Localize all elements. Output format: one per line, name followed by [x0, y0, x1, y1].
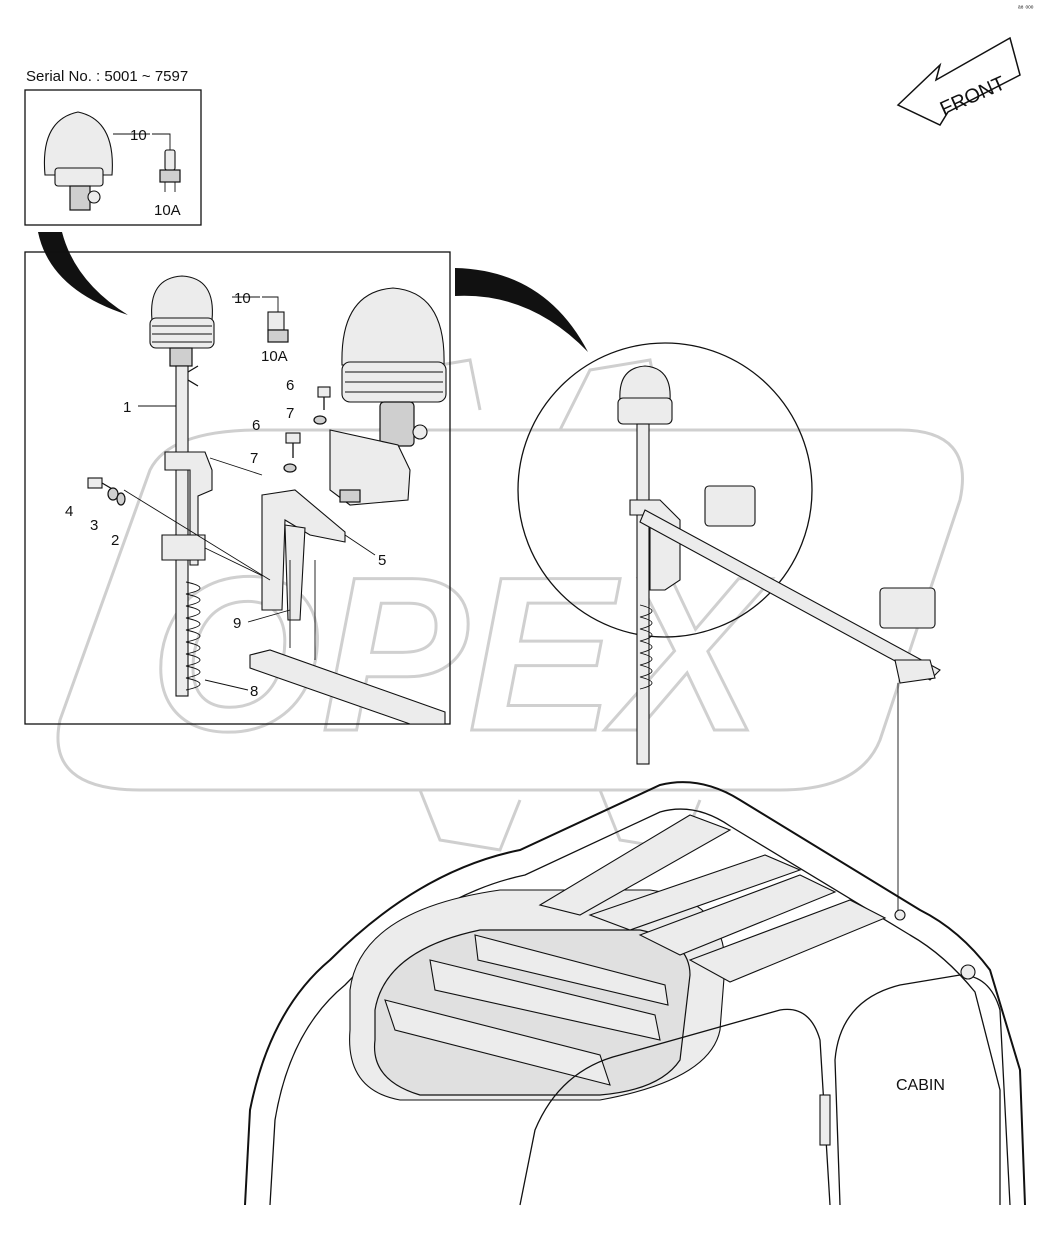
- serial-number-label: Serial No. : 5001 ~ 7597: [26, 68, 188, 85]
- callout-6b: 6: [252, 417, 260, 434]
- bolt-icon: [285, 432, 301, 458]
- callout-10: 10: [234, 290, 251, 307]
- callout-1: 1: [123, 399, 131, 416]
- detail-pointer-arrow: [455, 268, 588, 352]
- inset-pointer-arrow: [38, 232, 128, 315]
- callout-8: 8: [250, 683, 258, 700]
- detail-box: 1 2 3 4 5 6 7 6 7 9 8 10 10A: [24, 251, 451, 725]
- mount-bracket: [161, 451, 276, 583]
- callout-2: 2: [111, 532, 119, 549]
- front-label: FRONT: [937, 72, 1009, 120]
- callout-10-inset: 10: [130, 127, 147, 144]
- callout-4: 4: [65, 503, 73, 520]
- base-plate: [249, 560, 446, 725]
- callout-7a: 7: [286, 405, 294, 422]
- beacon-assembly: [149, 275, 215, 697]
- callout-6a: 6: [286, 377, 294, 394]
- bolt-icon: [87, 477, 115, 491]
- callout-10a-inset: 10A: [154, 202, 181, 219]
- front-direction-arrow: FRONT: [896, 36, 1021, 126]
- callout-7b: 7: [250, 450, 258, 467]
- callout-5: 5: [378, 552, 386, 569]
- callout-3: 3: [90, 517, 98, 534]
- work-lamp: [329, 287, 447, 506]
- callout-9: 9: [233, 615, 241, 632]
- serial-inset-box: 10 10A: [24, 89, 202, 226]
- bulb-icon: [267, 311, 289, 343]
- magnify-circle: [517, 342, 941, 915]
- cabin-roof: [244, 781, 1026, 1206]
- bolt-icon: [317, 386, 331, 410]
- leader-lines: [123, 296, 376, 691]
- roof-slats: [538, 814, 887, 983]
- washer-icon: [313, 415, 327, 425]
- beacon-lamp-icon: [43, 111, 113, 211]
- corner-mark: ᵃ⁸ ᵒᵒᵒ: [1018, 5, 1034, 12]
- watermark: OPEX: [56, 358, 964, 852]
- washer-icon: [283, 463, 297, 473]
- spring-coil: [185, 581, 201, 691]
- bulb-icon: [159, 149, 181, 192]
- washer-icon: [116, 492, 126, 506]
- cabin-label: CABIN: [896, 1077, 945, 1094]
- callout-10a: 10A: [261, 348, 288, 365]
